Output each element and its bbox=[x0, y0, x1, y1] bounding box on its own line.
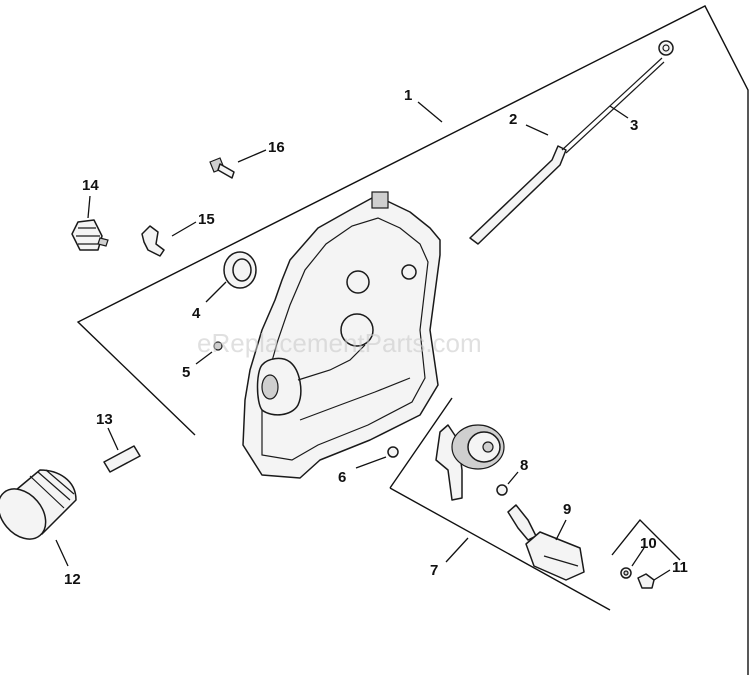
leader-16 bbox=[237, 149, 267, 163]
screw-16-shank bbox=[217, 163, 235, 179]
closure-plate-inner-rim bbox=[261, 217, 429, 461]
dipstick-rod bbox=[561, 57, 663, 151]
oil-sentry-switch bbox=[71, 219, 109, 251]
leader-1 bbox=[417, 101, 443, 123]
callout-1: 1 bbox=[404, 87, 412, 104]
leader-lines bbox=[55, 101, 671, 581]
dowel-pin bbox=[213, 341, 223, 351]
callout-2: 2 bbox=[509, 111, 517, 128]
closure-plate bbox=[242, 191, 441, 479]
oil-seal bbox=[223, 251, 257, 289]
oil-seal-inner bbox=[232, 258, 252, 282]
oil-pump-gear-hub bbox=[482, 441, 494, 453]
leader-13 bbox=[107, 427, 119, 451]
main-group-frame bbox=[76, 5, 749, 675]
oil-pickup-screen-edge bbox=[543, 555, 579, 567]
closure-plate-small-boss bbox=[401, 264, 417, 280]
oil-pickup-fitting bbox=[507, 504, 537, 541]
filter-nipple bbox=[103, 445, 141, 473]
closure-plate-rib-lower bbox=[299, 377, 411, 421]
pump-group-frame-lower bbox=[389, 487, 611, 611]
oil-pump-assembly bbox=[435, 424, 505, 501]
dipstick-rod-edge bbox=[565, 61, 665, 154]
fasteners-10-11 bbox=[620, 567, 655, 589]
oil-sentry-body bbox=[71, 219, 103, 251]
dipstick-assembly bbox=[469, 40, 674, 245]
callout-3: 3 bbox=[630, 117, 638, 134]
callout-5: 5 bbox=[182, 364, 190, 381]
callout-15: 15 bbox=[198, 211, 215, 228]
oil-sentry-threads bbox=[76, 227, 100, 245]
o-ring-6 bbox=[387, 446, 399, 458]
callout-13: 13 bbox=[96, 411, 113, 428]
callout-7: 7 bbox=[430, 562, 438, 579]
oil-pickup bbox=[507, 504, 585, 581]
leader-4 bbox=[205, 281, 227, 303]
leader-12 bbox=[55, 539, 69, 567]
oil-pickup-screen bbox=[525, 531, 585, 581]
group-frames bbox=[76, 5, 749, 675]
pump-group-frame bbox=[389, 397, 453, 489]
o-ring-8 bbox=[496, 484, 508, 496]
dipstick-handle-ring bbox=[658, 40, 674, 56]
leader-8 bbox=[507, 471, 519, 485]
callout-4: 4 bbox=[192, 305, 201, 322]
fastener-group-frame bbox=[611, 518, 681, 561]
leader-10 bbox=[631, 547, 645, 567]
callout-10: 10 bbox=[640, 535, 657, 552]
washer-hole bbox=[623, 570, 629, 576]
closure-plate-upper-boss bbox=[340, 313, 374, 347]
screw-16 bbox=[209, 157, 235, 179]
callout-labels: 1 2 3 4 5 6 7 8 9 10 11 12 13 14 15 16 bbox=[64, 87, 688, 588]
closure-plate-tab bbox=[371, 191, 389, 209]
closure-plate-hub bbox=[346, 270, 370, 294]
callout-6: 6 bbox=[338, 469, 346, 486]
leader-7 bbox=[445, 537, 469, 563]
screw-11 bbox=[637, 573, 655, 589]
leader-15 bbox=[171, 221, 197, 237]
leader-9 bbox=[555, 519, 567, 541]
leader-11 bbox=[653, 569, 671, 581]
leader-6 bbox=[355, 456, 387, 469]
callout-16: 16 bbox=[268, 139, 285, 156]
oil-filter-ridges bbox=[29, 469, 75, 509]
dipstick-handle-hole bbox=[662, 44, 670, 52]
elbow-fitting bbox=[141, 225, 165, 257]
oil-filter-face bbox=[0, 488, 47, 540]
leader-3 bbox=[609, 105, 629, 119]
closure-plate-rib bbox=[297, 344, 366, 381]
closure-plate-bearing bbox=[261, 374, 279, 400]
leader-14 bbox=[87, 195, 91, 219]
leader-5 bbox=[195, 351, 213, 365]
callout-12: 12 bbox=[64, 571, 81, 588]
closure-plate-boss bbox=[256, 357, 302, 416]
callout-11: 11 bbox=[672, 559, 688, 576]
callout-9: 9 bbox=[563, 501, 571, 518]
watermark: eReplacementParts.com bbox=[197, 328, 482, 358]
callout-8: 8 bbox=[520, 457, 528, 474]
leader-2 bbox=[525, 124, 549, 136]
oil-filter bbox=[0, 469, 77, 540]
callout-14: 14 bbox=[82, 177, 99, 194]
oil-sentry-terminal bbox=[97, 237, 109, 247]
dipstick-tube bbox=[469, 145, 567, 245]
